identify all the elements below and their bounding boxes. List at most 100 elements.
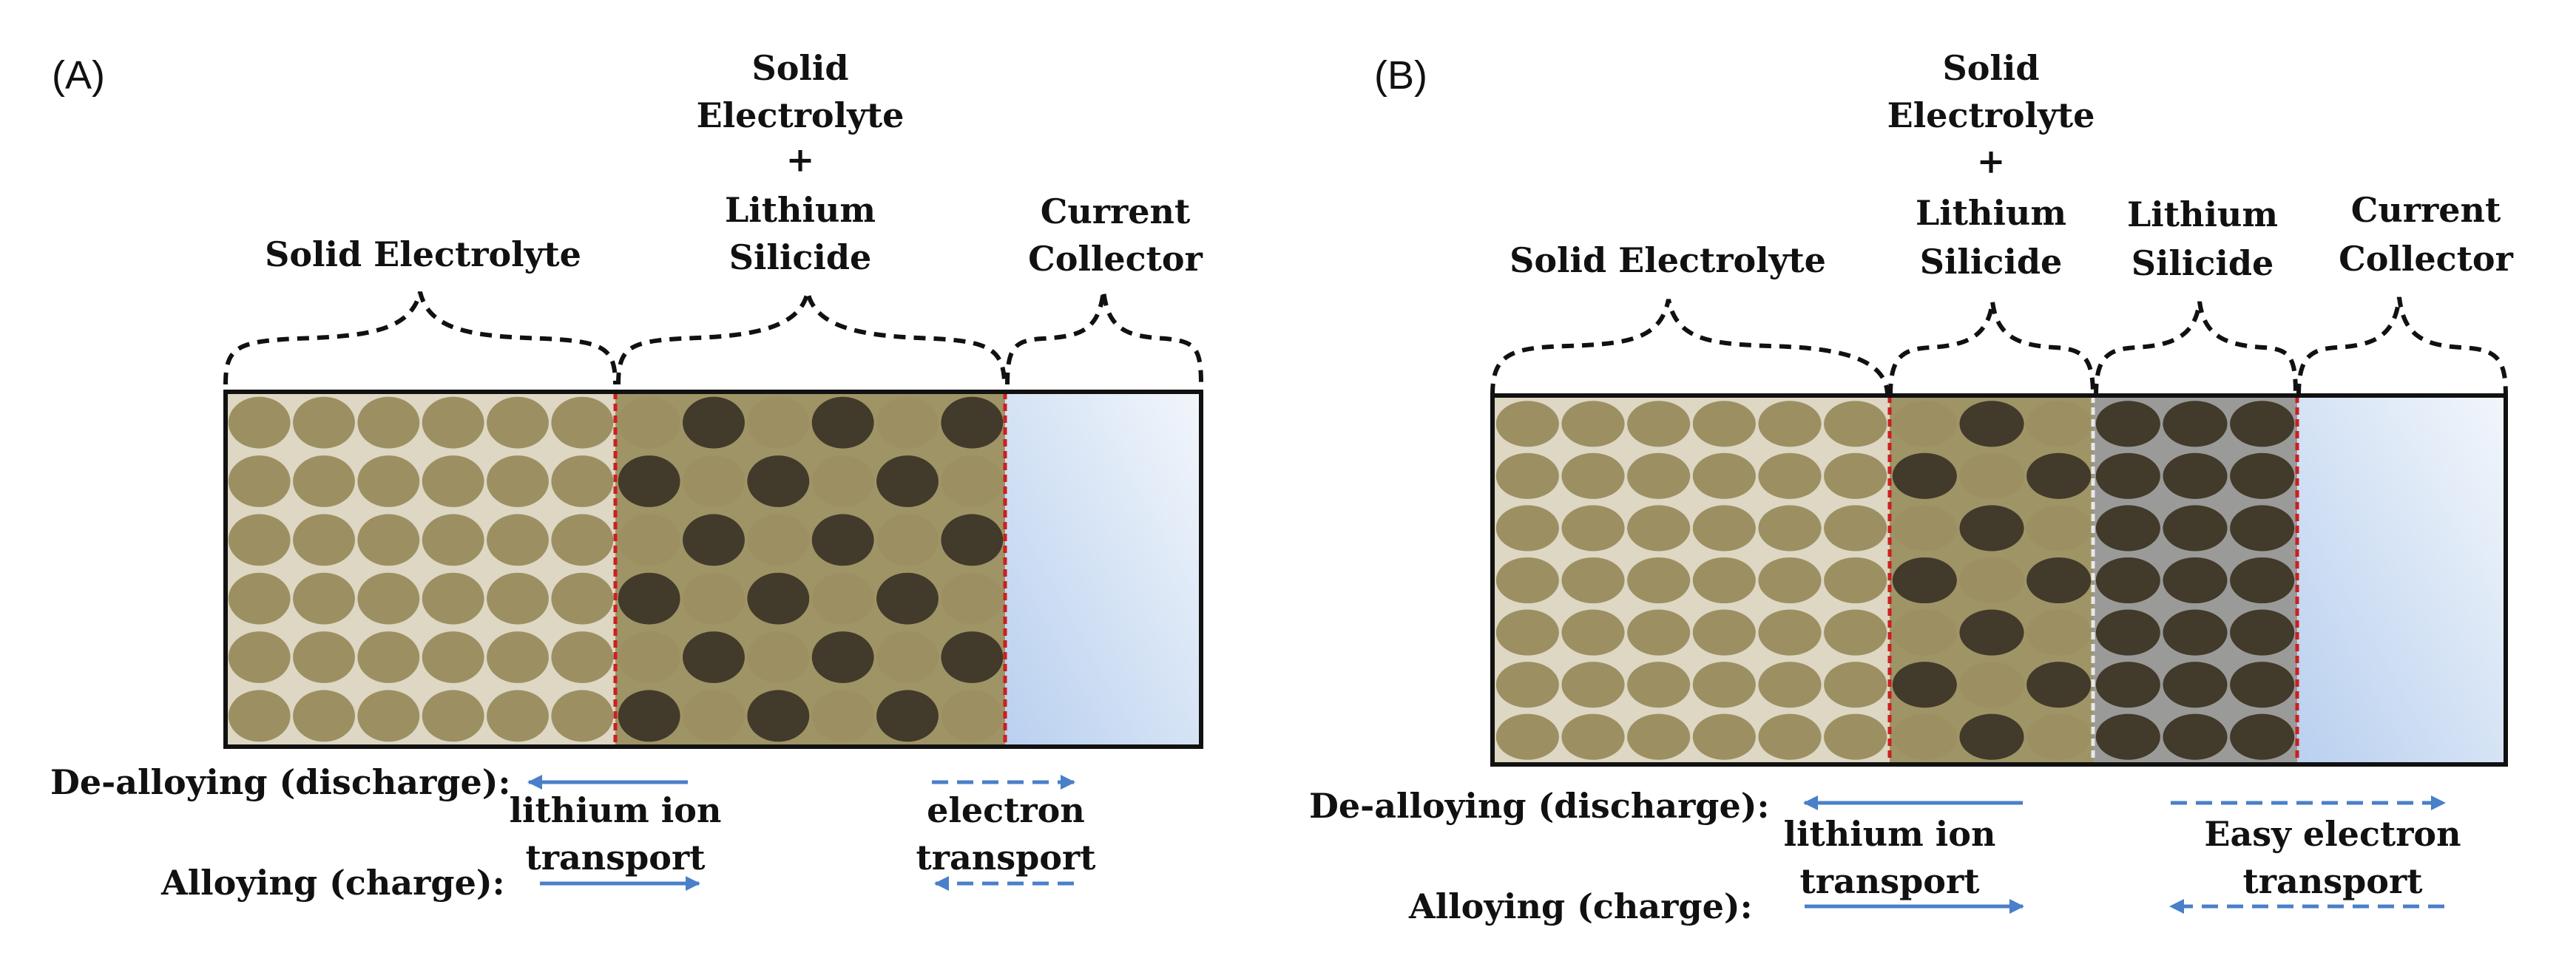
title-line: Solid: [1942, 48, 2039, 88]
particle: [2163, 401, 2228, 447]
particle: [811, 396, 874, 449]
particle: [811, 514, 874, 566]
panel-a-electron-transport-line1: electron: [927, 790, 1085, 830]
particle: [2230, 713, 2295, 760]
particle: [941, 631, 1004, 683]
particle: [2230, 401, 2295, 447]
particle: [2026, 557, 2092, 604]
panel-a-discharge-label: De-alloying (discharge):: [50, 762, 510, 802]
particle: [293, 396, 355, 449]
particle: [357, 631, 420, 683]
particle: [2026, 662, 2092, 708]
panel-b-label: (B): [1374, 53, 1427, 98]
particle: [747, 631, 810, 683]
particle: [551, 631, 614, 683]
particle: [487, 572, 549, 625]
particle: [1627, 713, 1691, 760]
particle: [228, 572, 291, 625]
particle: [1758, 557, 1822, 604]
title-line: Current: [2351, 190, 2501, 230]
particle: [228, 631, 291, 683]
particle: [422, 690, 484, 742]
particle: [1627, 609, 1691, 656]
particle: [618, 455, 680, 507]
particle: [876, 631, 939, 683]
particle: [228, 690, 291, 742]
particle: [747, 690, 810, 742]
particle: [876, 396, 939, 449]
panel-b-mixed-title: Solid Electrolyte + Lithium Silicide: [1887, 48, 2095, 282]
particle: [1561, 662, 1625, 708]
particle: [2163, 557, 2228, 604]
particle: [2095, 662, 2160, 708]
title-line: Solid: [751, 48, 848, 88]
particle: [811, 631, 874, 683]
panel-a-mixed-layer: [615, 392, 1005, 747]
particle: [683, 396, 745, 449]
particle: [2095, 505, 2160, 552]
particle: [1758, 452, 1822, 499]
particle: [1692, 713, 1756, 760]
brace: [2296, 296, 2508, 396]
particle: [1824, 557, 1887, 604]
particle: [1627, 557, 1691, 604]
particle: [1824, 452, 1887, 499]
particle: [487, 455, 549, 507]
particle: [1758, 609, 1822, 656]
particle: [747, 396, 810, 449]
particle: [1561, 452, 1625, 499]
particle: [941, 514, 1004, 566]
particle: [1758, 505, 1822, 552]
particle: [2095, 557, 2160, 604]
particle: [422, 514, 484, 566]
panel-a-mixed-title: Solid Electrolyte + Lithium Silicide: [697, 48, 905, 277]
particle: [293, 572, 355, 625]
title-line: Collector: [2339, 239, 2513, 279]
particle: [1561, 609, 1625, 656]
panel-b-ion-transport-line2: transport: [1800, 861, 1981, 901]
particle: [1561, 505, 1625, 552]
particle: [1892, 401, 1957, 447]
title-line: +: [1977, 141, 2006, 181]
particle: [357, 396, 420, 449]
panel-a-charge-label: Alloying (charge):: [160, 863, 505, 903]
particle: [618, 572, 680, 625]
particle: [2095, 452, 2160, 499]
panel-a-current-collector: [1005, 392, 1201, 747]
particle: [551, 455, 614, 507]
particle: [683, 572, 745, 625]
title-line: Silicide: [729, 237, 872, 277]
panel-a-ion-transport-line2: transport: [526, 838, 706, 878]
particle: [876, 690, 939, 742]
particle: [1692, 401, 1756, 447]
particle: [2026, 713, 2092, 760]
particle: [1495, 713, 1559, 760]
particle: [2095, 609, 2160, 656]
particle: [357, 690, 420, 742]
panel-b-electron-transport-line1: Easy electron: [2204, 814, 2461, 854]
panel-a-particles: [228, 396, 1004, 742]
particle: [618, 514, 680, 566]
brace: [1888, 301, 2095, 396]
panel-b-electrolyte-title: Solid Electrolyte: [1510, 240, 1826, 280]
title-line: Electrolyte: [697, 95, 905, 135]
particle: [487, 396, 549, 449]
particle: [1959, 505, 2024, 552]
brace: [1490, 299, 1890, 396]
brace: [616, 291, 1007, 385]
particle: [357, 455, 420, 507]
particle: [293, 631, 355, 683]
panel-b-braces: [1490, 296, 2508, 396]
particle: [1959, 401, 2024, 447]
particle: [1758, 662, 1822, 708]
particle: [2163, 662, 2228, 708]
particle: [1892, 452, 1957, 499]
particle: [2095, 713, 2160, 760]
particle: [876, 514, 939, 566]
particle: [1824, 713, 1887, 760]
particle: [1758, 713, 1822, 760]
particle: [1561, 713, 1625, 760]
particle: [2230, 609, 2295, 656]
particle: [1692, 505, 1756, 552]
